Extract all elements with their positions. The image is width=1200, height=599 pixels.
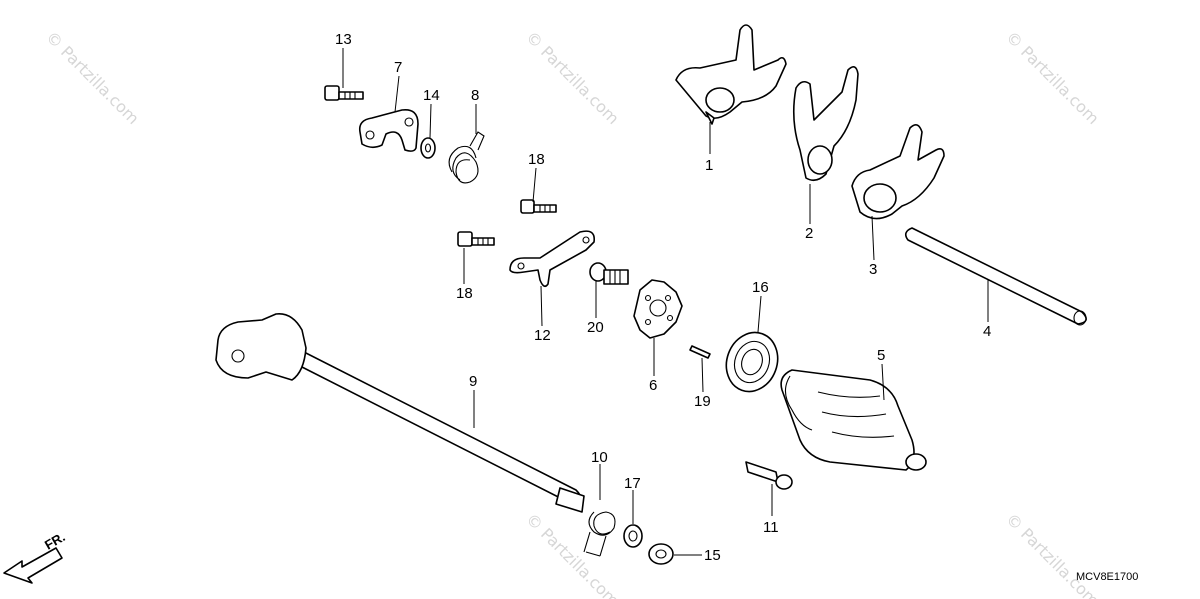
part-6-star-plate <box>633 279 683 339</box>
callout-6: 6 <box>649 377 657 394</box>
watermarks: © Partzilla.com © Partzilla.com © Partzi… <box>42 27 1103 599</box>
callout-5: 5 <box>877 347 885 364</box>
callout-17: 17 <box>624 475 641 492</box>
callout-12: 12 <box>534 327 551 344</box>
callout-9: 9 <box>469 373 477 390</box>
callouts: 13 7 14 8 18 18 12 20 6 19 16 5 4 1 2 3 … <box>335 31 991 564</box>
part-14-washer <box>420 137 436 159</box>
watermark: © Partzilla.com <box>522 27 623 128</box>
callout-8: 8 <box>471 87 479 104</box>
part-3-shift-fork <box>851 124 945 220</box>
watermark: © Partzilla.com <box>42 27 143 128</box>
part-17-collar <box>623 524 643 548</box>
part-16-bearing <box>725 331 779 393</box>
part-1-shift-fork <box>675 24 787 125</box>
part-19-pin <box>689 345 711 359</box>
callout-3: 3 <box>869 261 877 278</box>
fr-label: FR. <box>42 529 68 552</box>
part-9-shift-spindle <box>215 313 585 513</box>
callout-13: 13 <box>335 31 352 48</box>
part-8-spring <box>448 131 485 184</box>
part-5-shift-drum <box>780 369 927 471</box>
front-direction-arrow-icon: FR. <box>3 529 68 584</box>
callout-15: 15 <box>704 547 721 564</box>
callout-18: 18 <box>528 151 545 168</box>
callout-10: 10 <box>591 449 608 466</box>
callout-7: 7 <box>394 59 402 76</box>
part-4-fork-shaft <box>904 227 1087 326</box>
part-11-pin-bolt <box>745 461 793 490</box>
callout-16: 16 <box>752 279 769 296</box>
callout-2: 2 <box>805 225 813 242</box>
callout-1: 1 <box>705 157 713 174</box>
callout-20: 20 <box>587 319 604 336</box>
part-2-shift-fork <box>792 66 859 182</box>
part-18-bolt-lower <box>457 231 495 247</box>
part-15-washer <box>648 543 674 565</box>
leader-lines <box>342 48 989 556</box>
part-12-bracket <box>509 230 596 288</box>
callout-14: 14 <box>423 87 440 104</box>
callout-18: 18 <box>456 285 473 302</box>
part-18-bolt-upper <box>520 199 557 214</box>
callout-11: 11 <box>763 519 779 536</box>
callout-19: 19 <box>694 393 711 410</box>
part-20-bolt <box>589 262 629 285</box>
watermark: © Partzilla.com <box>1002 27 1103 128</box>
part-7-clamp-plate <box>358 108 419 152</box>
diagram-code: MCV8E1700 <box>1076 571 1138 583</box>
watermark: © Partzilla.com <box>522 509 623 599</box>
part-10-return-spring <box>583 511 616 557</box>
part-13-bolt <box>324 85 364 101</box>
callout-4: 4 <box>983 323 991 340</box>
watermark: © Partzilla.com <box>1002 509 1103 599</box>
